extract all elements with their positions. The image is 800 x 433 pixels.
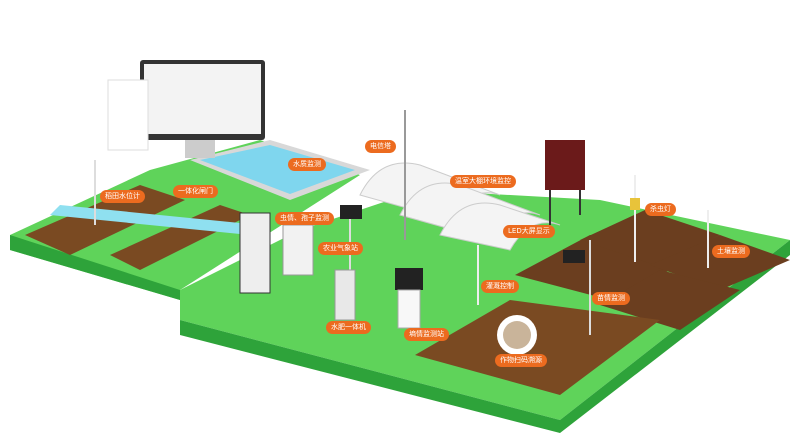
- spore-monitor: [282, 224, 314, 276]
- label-pest-spore: 虫情、孢子监测: [275, 212, 334, 225]
- pest-monitor: [239, 212, 271, 294]
- label-seedling: 苗情监测: [592, 292, 630, 305]
- label-soil: 土壤监测: [712, 245, 750, 258]
- water-fertilizer-machine: [334, 269, 356, 321]
- led-board: [545, 140, 585, 190]
- label-traceability: 作物扫码溯源: [495, 354, 547, 367]
- label-led-screen: LED大屏显示: [503, 225, 555, 238]
- label-weather-station: 农业气象站: [318, 242, 363, 255]
- label-greenhouse-env: 温室大棚环境监控: [450, 175, 516, 188]
- label-water-quality: 水质监测: [288, 158, 326, 171]
- solar-panel: [395, 268, 423, 290]
- label-irrigation: 灌溉控制: [481, 280, 519, 293]
- label-integrated-gate: 一体化闸门: [173, 185, 218, 198]
- label-insect-lamp: 杀虫灯: [645, 203, 676, 216]
- label-telecom-tower: 电信塔: [365, 140, 396, 153]
- crop-field: [580, 210, 720, 265]
- pond: [200, 145, 355, 194]
- vegetable-field: [415, 300, 660, 395]
- label-water-fertilizer: 水肥一体机: [326, 321, 371, 334]
- canal: [50, 205, 260, 235]
- crop-field: [600, 270, 740, 330]
- label-disaster-station: 墒情监测站: [404, 328, 449, 341]
- label-paddy-water-level: 稻田水位计: [100, 190, 145, 203]
- greenhouses: [359, 162, 561, 251]
